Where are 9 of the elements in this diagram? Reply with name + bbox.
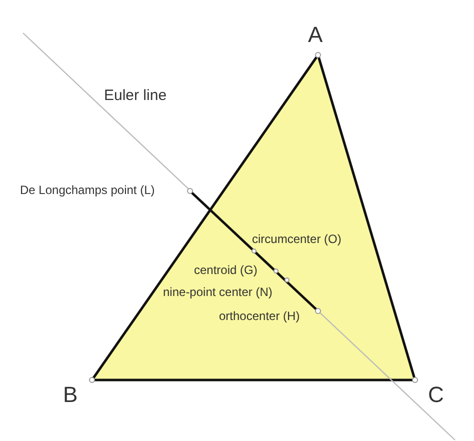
vertex-label: C <box>428 384 444 406</box>
vertex-label: B <box>63 384 78 406</box>
point-label: circumcenter (O) <box>252 233 342 245</box>
point-label: nine-point center (N) <box>163 286 272 298</box>
point-label: centroid (G) <box>194 264 258 276</box>
point-label: orthocenter (H) <box>219 310 300 322</box>
line-label: Euler line <box>104 88 167 103</box>
point-label: De Longchamps point (L) <box>20 184 155 196</box>
vertex-label: A <box>308 24 323 46</box>
